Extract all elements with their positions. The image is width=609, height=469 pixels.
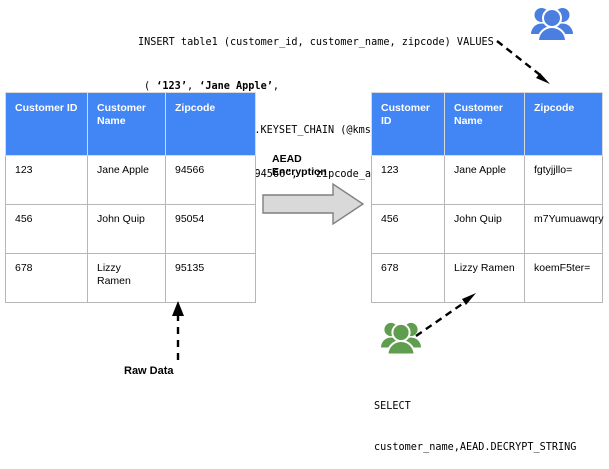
- cell-zipcode: 95135: [165, 253, 256, 303]
- cell-customer-name: Lizzy Ramen: [87, 253, 166, 303]
- table-row: 456 John Quip 95054: [5, 204, 256, 254]
- cell-customer-id: 123: [371, 155, 445, 205]
- dashed-arrow-up-right-icon: [415, 293, 476, 337]
- cell-zipcode: 94566: [165, 155, 256, 205]
- insert-value-customer-id: ‘123’: [156, 80, 187, 92]
- encrypted-data-table: Customer ID Customer Name Zipcode 123 Ja…: [371, 92, 603, 303]
- table-header-row: Customer ID Customer Name Zipcode: [371, 92, 603, 156]
- table-header-row: Customer ID Customer Name Zipcode: [5, 92, 256, 156]
- cell-customer-name: Jane Apple: [444, 155, 525, 205]
- cell-zipcode: 95054: [165, 204, 256, 254]
- table-row: 123 Jane Apple fgtyjjllo=: [371, 155, 603, 205]
- raw-data-table: Customer ID Customer Name Zipcode 123 Ja…: [5, 92, 256, 303]
- people-group-icon: [531, 8, 573, 42]
- column-header-customer-id: Customer ID: [5, 92, 88, 156]
- cell-customer-id: 678: [5, 253, 88, 303]
- cell-zipcode: fgtyjjllo=: [524, 155, 603, 205]
- cell-customer-id: 678: [371, 253, 445, 303]
- table-row: 678 Lizzy Ramen 95135: [5, 253, 256, 303]
- column-header-customer-name: Customer Name: [87, 92, 166, 156]
- cell-customer-name: John Quip: [444, 204, 525, 254]
- insert-sql-line-2-suffix: ,: [272, 80, 279, 92]
- dashed-arrow-down-right-icon: [496, 40, 550, 84]
- up-arrow-dashed-icon: [172, 301, 184, 360]
- aead-encryption-label: AEAD Encryption: [272, 153, 327, 178]
- raw-data-label: Raw Data: [124, 365, 174, 377]
- cell-zipcode: koemF5ter=: [524, 253, 603, 303]
- select-sql-statement: SELECT customer_name,AEAD.DECRYPT_STRING…: [374, 373, 576, 469]
- cell-customer-id: 123: [5, 155, 88, 205]
- cell-customer-name: Lizzy Ramen: [444, 253, 525, 303]
- column-header-customer-id: Customer ID: [371, 92, 445, 156]
- insert-value-customer-name: ‘Jane Apple’: [199, 80, 273, 92]
- select-sql-line-1: SELECT: [374, 401, 411, 413]
- column-header-zipcode: Zipcode: [165, 92, 256, 156]
- cell-zipcode: m7Yumuawqry: [524, 204, 603, 254]
- insert-sql-line-1: INSERT table1 (customer_id, customer_nam…: [138, 37, 494, 49]
- table-row: 678 Lizzy Ramen koemF5ter=: [371, 253, 603, 303]
- insert-sql-line-2-prefix: (: [144, 80, 157, 92]
- column-header-customer-name: Customer Name: [444, 92, 525, 156]
- cell-customer-id: 456: [5, 204, 88, 254]
- insert-sql-line-2: ( ‘123’, ‘Jane Apple’,: [138, 80, 494, 95]
- cell-customer-id: 456: [371, 204, 445, 254]
- table-row: 456 John Quip m7Yumuawqry: [371, 204, 603, 254]
- select-sql-line-2: customer_name,AEAD.DECRYPT_STRING: [374, 441, 577, 453]
- column-header-zipcode: Zipcode: [524, 92, 603, 156]
- right-arrow-icon: [262, 182, 365, 226]
- cell-customer-name: Jane Apple: [87, 155, 166, 205]
- table-row: 123 Jane Apple 94566: [5, 155, 256, 205]
- insert-sql-line-2-mid: ,: [186, 80, 200, 92]
- cell-customer-name: John Quip: [87, 204, 166, 254]
- people-group-icon: [381, 322, 421, 356]
